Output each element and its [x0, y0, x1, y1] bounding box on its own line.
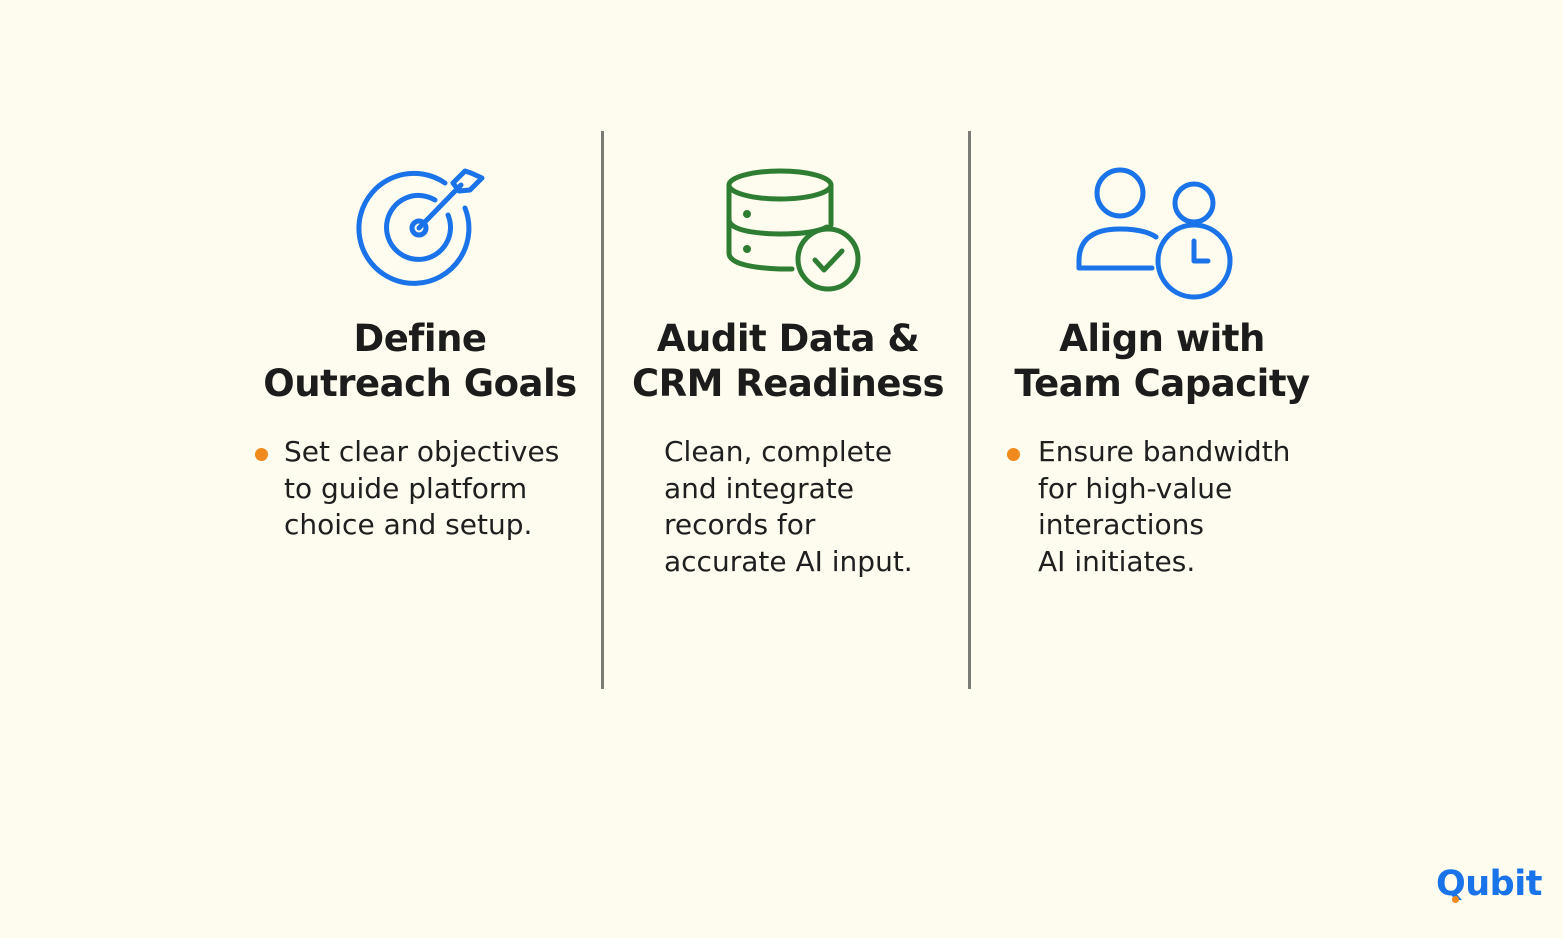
title-line: Define	[353, 317, 487, 360]
description-line: Ensure bandwidth	[1038, 435, 1291, 468]
description-line: AI initiates.	[1038, 544, 1196, 578]
bullet-dot	[255, 448, 268, 461]
title-line: Audit Data &	[656, 317, 920, 360]
column-description: Clean, complete and integrate records fo…	[664, 434, 913, 580]
team-clock-icon	[1076, 167, 1233, 300]
database-check-icon	[726, 168, 861, 292]
title-line: Outreach Goals	[263, 362, 577, 405]
column-title-crm-readiness: Audit Data & CRM Readiness	[626, 316, 950, 406]
column-divider	[968, 131, 971, 689]
column-title-team-capacity: Align with Team Capacity	[1000, 316, 1324, 406]
title-line: CRM Readiness	[631, 362, 945, 405]
description-line: accurate AI input.	[664, 544, 913, 578]
logo-dot	[1452, 896, 1459, 903]
description-line: Clean, complete	[664, 435, 893, 468]
description-line: for high-value	[1038, 471, 1233, 505]
description-line: to guide platform	[284, 471, 528, 505]
description-line: interactions	[1038, 508, 1205, 541]
column-title-outreach-goals: Define Outreach Goals	[255, 316, 585, 406]
description-line: choice and setup.	[284, 508, 533, 541]
title-line: Align with	[1059, 317, 1265, 360]
title-line: Team Capacity	[1014, 362, 1310, 405]
bullet-dot	[1007, 448, 1020, 461]
column-divider	[601, 131, 604, 689]
column-description: Ensure bandwidth for high-value interact…	[1038, 434, 1290, 580]
target-icon	[356, 168, 485, 286]
description-line: and integrate	[664, 471, 854, 505]
description-line: records for	[664, 508, 816, 541]
description-line: Set clear objectives	[284, 435, 560, 468]
column-description: Set clear objectives to guide platform c…	[284, 434, 559, 544]
